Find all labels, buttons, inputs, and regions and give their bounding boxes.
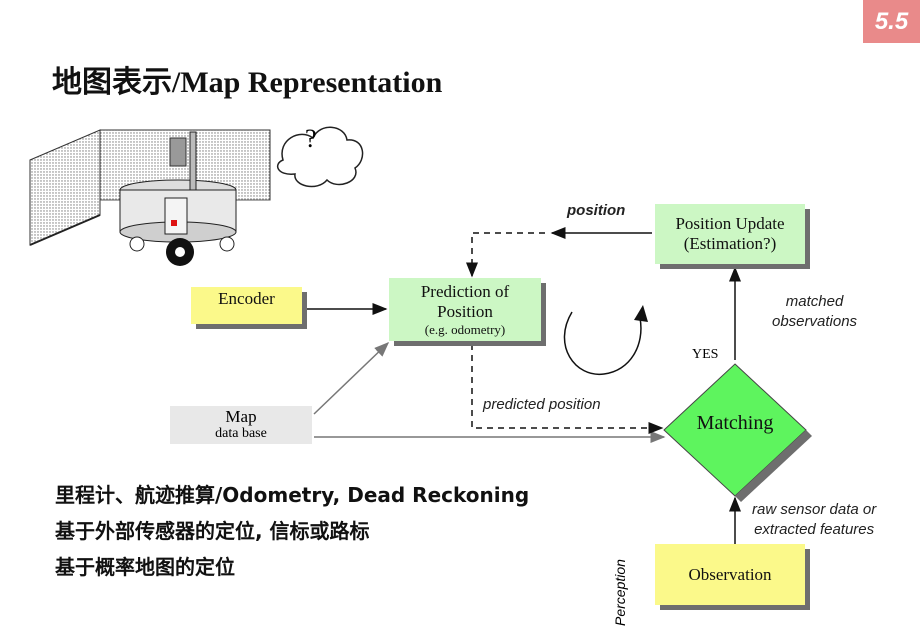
- observation-box: Observation: [655, 544, 805, 605]
- slide-title: 地图表示/Map Representation: [52, 66, 443, 99]
- encoder-box: Encoder: [191, 287, 302, 324]
- predicted-position-dashed: [471, 344, 664, 434]
- bullet-odometry: 里程计、航迹推算/Odometry, Dead Reckoning: [55, 483, 530, 507]
- perception-label: Perception: [612, 546, 630, 626]
- slide-number-badge: 5.5: [863, 0, 920, 43]
- position-label: position: [567, 202, 626, 219]
- observation-label: Observation: [688, 564, 772, 584]
- thought-question-mark: ?: [305, 124, 317, 153]
- update-line2: (Estimation?): [683, 234, 777, 253]
- map-line2: data base: [215, 426, 267, 441]
- matched-line1: matched: [785, 293, 844, 310]
- prediction-sub: (e.g. odometry): [424, 321, 506, 337]
- matching-label: Matching: [696, 412, 774, 434]
- position-update-box: Position Update (Estimation?): [655, 204, 805, 264]
- matched-observations-label: matched observations: [772, 292, 857, 332]
- prediction-box: Prediction of Position (e.g. odometry): [389, 278, 541, 341]
- map-line1: Map: [225, 407, 257, 426]
- predicted-position-label: predicted position: [483, 396, 601, 413]
- encoder-label: Encoder: [218, 289, 275, 308]
- position-feedback-dashed: [466, 232, 545, 278]
- bullet-probabilistic-map: 基于概率地图的定位: [55, 555, 235, 579]
- map-database-box: Map data base: [170, 406, 312, 444]
- prediction-line2: Position: [437, 301, 493, 321]
- raw-sensor-label: raw sensor data or extracted features: [752, 500, 876, 540]
- cycle-arrow: [563, 311, 642, 375]
- bullet-external-sensors: 基于外部传感器的定位, 信标或路标: [55, 519, 370, 543]
- update-line1: Position Update: [675, 214, 785, 233]
- raw-line2: extracted features: [754, 521, 875, 538]
- robot-illustration: [29, 126, 364, 266]
- prediction-line1: Prediction of: [420, 281, 510, 301]
- perception-text: Perception: [612, 559, 628, 626]
- yes-label: YES: [692, 347, 719, 362]
- matched-line2: observations: [772, 313, 858, 330]
- map-to-prediction-arrow: [313, 341, 390, 415]
- raw-line1: raw sensor data or: [752, 501, 877, 518]
